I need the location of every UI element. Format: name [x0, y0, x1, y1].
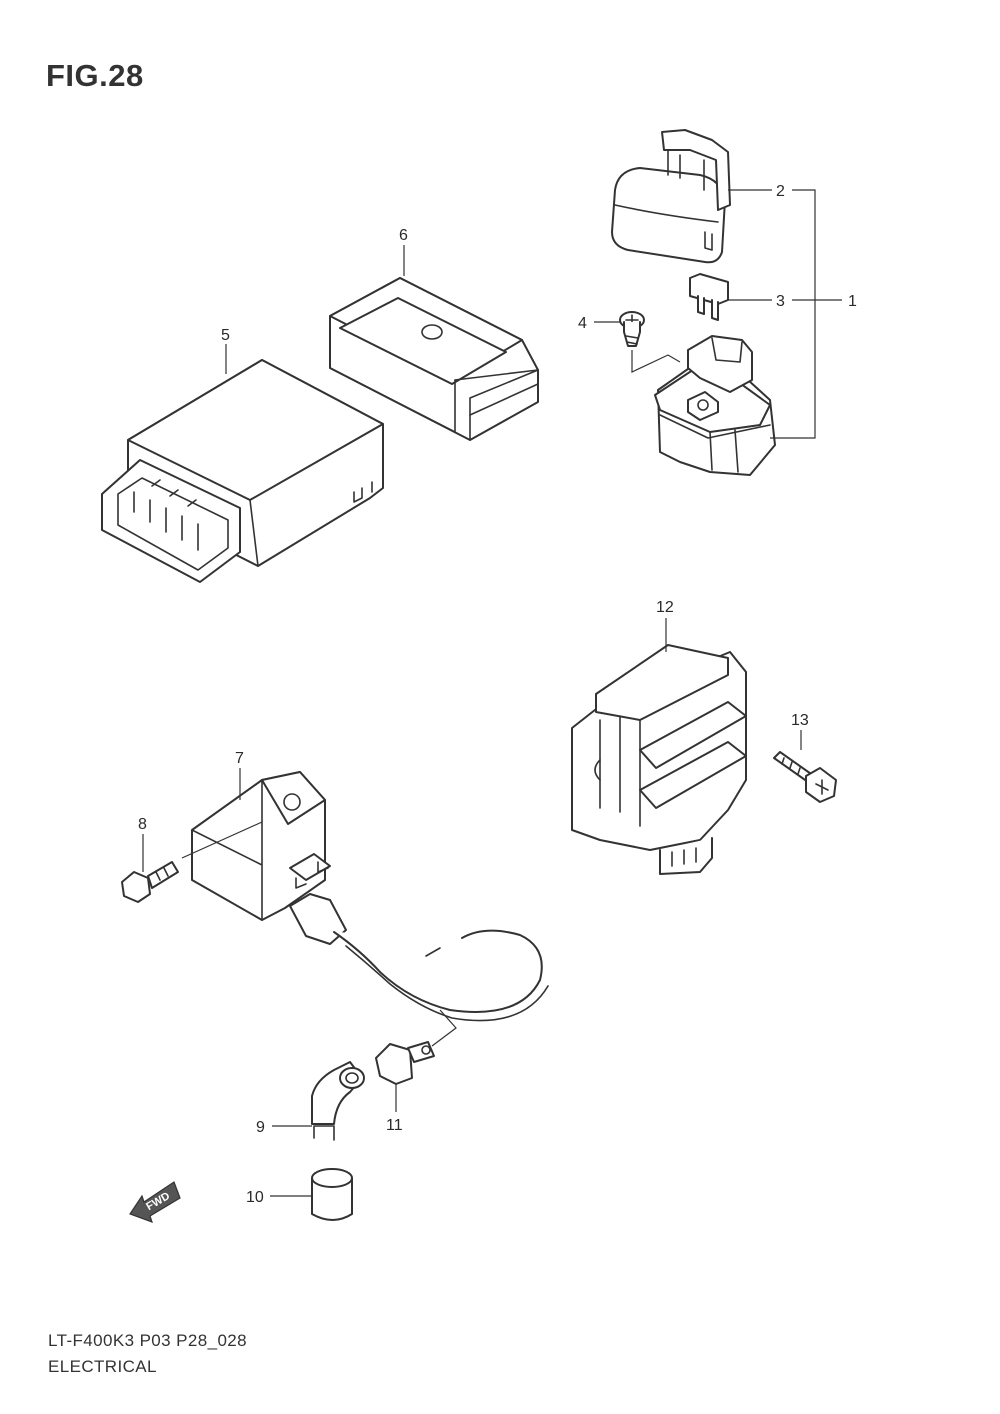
- callout-numbers: 1 2 3 4 5 6 7 8 9 10 11 12 13: [138, 183, 857, 1206]
- part-6-ecm-case[interactable]: [329, 277, 539, 441]
- part-13-bolt[interactable]: [773, 751, 837, 803]
- callout-2: 2: [776, 183, 785, 200]
- part-4-screw[interactable]: [619, 311, 681, 373]
- callout-7: 7: [235, 750, 244, 767]
- callout-8: 8: [138, 816, 147, 833]
- callout-12: 12: [656, 599, 674, 616]
- callout-leaders-relay: [594, 189, 842, 439]
- callout-1: 1: [848, 293, 857, 310]
- callout-9: 9: [256, 1119, 265, 1136]
- part-9-plug-cap[interactable]: [311, 1061, 365, 1141]
- figure-title: FIG.28: [46, 58, 144, 93]
- callout-3: 3: [776, 293, 785, 310]
- callout-4: 4: [578, 315, 587, 332]
- fwd-arrow-icon: FWD: [129, 1181, 181, 1223]
- part-10-cap[interactable]: [311, 1168, 353, 1221]
- part-5-ecm-unit[interactable]: [101, 359, 384, 583]
- part-12-regulator[interactable]: [571, 644, 747, 875]
- callout-6: 6: [399, 227, 408, 244]
- part-3-fuse[interactable]: [689, 273, 729, 321]
- leader-8-to-coil: [181, 821, 263, 859]
- section-name: ELECTRICAL: [48, 1357, 157, 1376]
- callout-13: 13: [791, 712, 809, 729]
- part-11-plug-cap[interactable]: [375, 1009, 457, 1112]
- part-7-ignition-coil[interactable]: [191, 771, 549, 1022]
- model-code: LT-F400K3 P03 P28_028: [48, 1331, 248, 1350]
- callout-5: 5: [221, 327, 230, 344]
- part-2-relay-cover[interactable]: [611, 129, 731, 264]
- callout-10: 10: [246, 1189, 264, 1206]
- callout-11: 11: [386, 1117, 403, 1134]
- part-8-bolt[interactable]: [121, 861, 179, 903]
- part-1-starter-relay[interactable]: [654, 335, 776, 476]
